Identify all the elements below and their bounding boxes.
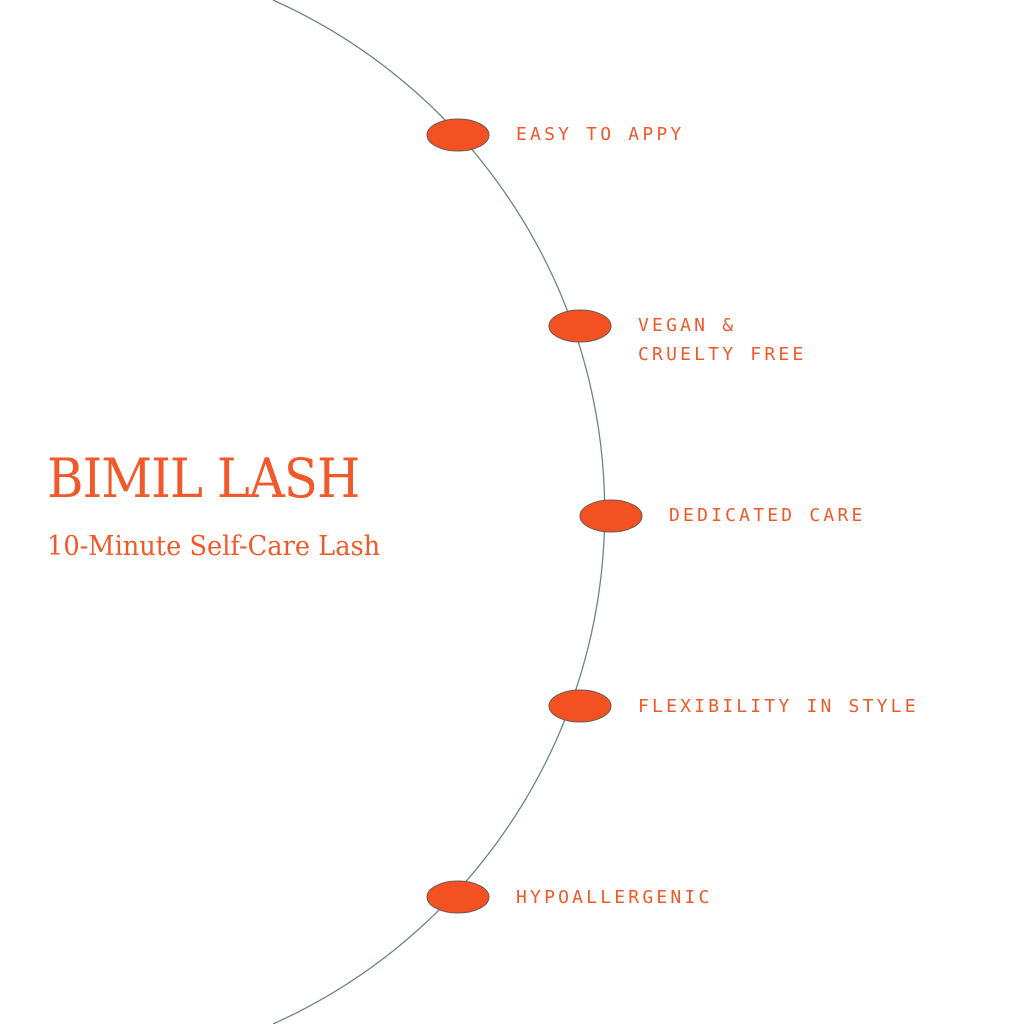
feature-label-flexibility-in-style: FLEXIBILITY IN STYLE <box>638 692 919 721</box>
feature-label-line: VEGAN & <box>638 315 737 336</box>
feature-label-easy-to-apply: EASY TO APPY <box>516 120 684 149</box>
feature-marker-4 <box>548 689 612 723</box>
feature-label-line: DEDICATED CARE <box>669 505 866 526</box>
feature-label-line: FLEXIBILITY IN STYLE <box>638 696 919 717</box>
brand-subtitle: 10-Minute Self-Care Lash <box>47 531 381 562</box>
feature-label-line: EASY TO APPY <box>516 124 685 145</box>
feature-label-line: CRUELTY FREE <box>638 344 807 365</box>
feature-label-line: HYPOALLERGENIC <box>516 887 713 908</box>
brand-title: BIMIL LASH <box>47 447 360 510</box>
feature-label-hypoallergenic: HYPOALLERGENIC <box>516 883 713 912</box>
feature-label-dedicated-care: DEDICATED CARE <box>669 501 866 530</box>
feature-marker-3 <box>579 499 643 533</box>
feature-marker-5 <box>426 880 490 914</box>
timeline-arc <box>272 0 606 1024</box>
feature-marker-1 <box>426 118 490 152</box>
feature-label-vegan-cruelty-free: VEGAN & CRUELTY FREE <box>638 311 806 369</box>
feature-marker-2 <box>548 309 612 343</box>
